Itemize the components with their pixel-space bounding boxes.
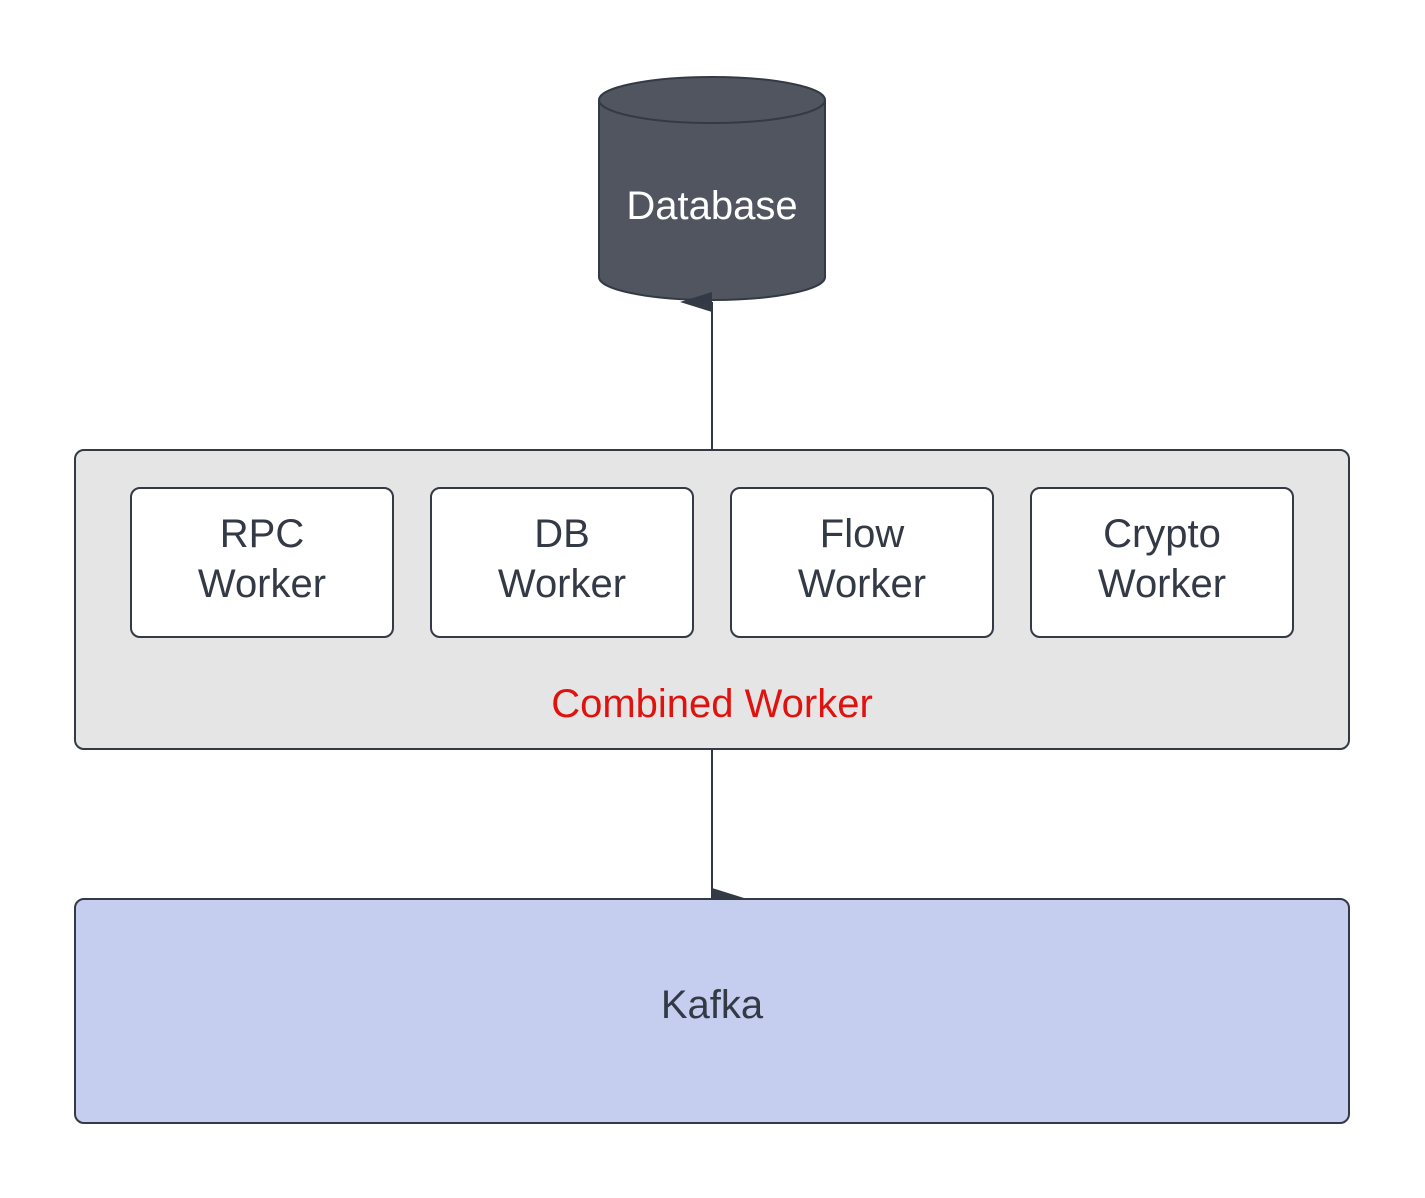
worker-rpc[interactable]: RPC Worker [130, 487, 394, 638]
database-cylinder-top [598, 76, 826, 124]
worker-label-line1: RPC [220, 512, 304, 556]
combined-worker-group[interactable]: RPC Worker DB Worker Flow Worker Crypto … [74, 449, 1350, 750]
worker-label-line1: Flow [820, 512, 905, 556]
worker-label-line1: Crypto [1103, 512, 1221, 556]
worker-label-line2: Worker [198, 562, 326, 606]
kafka-node[interactable]: Kafka [74, 898, 1350, 1124]
kafka-label: Kafka [661, 983, 764, 1027]
worker-label-line2: Worker [1098, 562, 1226, 606]
worker-box [730, 487, 994, 638]
worker-flow[interactable]: Flow Worker [730, 487, 994, 638]
worker-label-line2: Worker [498, 562, 626, 606]
worker-box [1030, 487, 1294, 638]
database-cylinder-body [598, 100, 826, 301]
worker-label-line1: DB [534, 512, 590, 556]
worker-label-line2: Worker [798, 562, 926, 606]
worker-box [130, 487, 394, 638]
database-label: Database [626, 184, 797, 228]
worker-db[interactable]: DB Worker [430, 487, 694, 638]
combined-worker-label: Combined Worker [551, 682, 873, 726]
kafka-box [74, 898, 1350, 1124]
worker-crypto[interactable]: Crypto Worker [1030, 487, 1294, 638]
worker-box [430, 487, 694, 638]
database-node[interactable]: Database [598, 76, 826, 301]
